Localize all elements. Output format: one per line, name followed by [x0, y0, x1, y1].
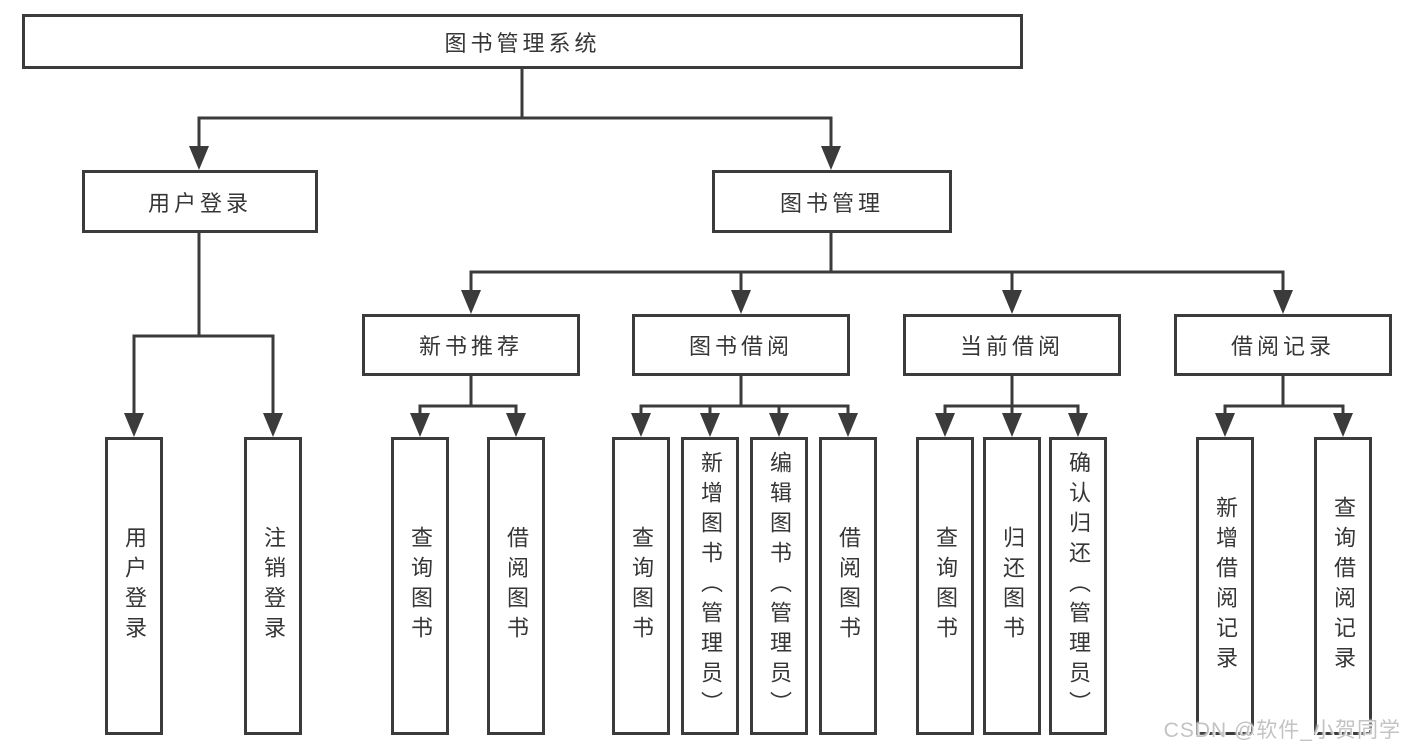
connector-user-login-to-leaves: [132, 231, 275, 419]
leaf-add-borrow-record: 新增借阅记录: [1196, 437, 1254, 735]
node-user-login: 用户登录: [82, 170, 318, 233]
leaf-confirm-return-admin: 确认归还（管理员）: [1049, 437, 1107, 735]
leaf-user-login: 用户登录: [105, 437, 163, 735]
connector-book-borrow: [639, 374, 850, 419]
connector-current-borrow: [943, 374, 1080, 419]
node-borrow-records: 借阅记录: [1174, 314, 1392, 376]
arrowheads: [124, 146, 1353, 437]
csdn-watermark: CSDN @软件_小贺同学: [1163, 719, 1401, 742]
node-current-borrow: 当前借阅: [903, 314, 1121, 376]
connector-book-mgmt-to-level3: [469, 231, 1285, 296]
leaf-logout-login: 注销登录: [244, 437, 302, 735]
leaf-borrow-book: 借阅图书: [819, 437, 877, 735]
leaf-query-book-recommend: 查询图书: [391, 437, 449, 735]
node-new-book-recommend: 新书推荐: [362, 314, 580, 376]
leaf-add-book-admin: 新增图书（管理员）: [681, 437, 739, 735]
leaf-query-book-borrow: 查询图书: [612, 437, 670, 735]
node-root: 图书管理系统: [22, 14, 1023, 69]
node-book-borrow: 图书借阅: [632, 314, 850, 376]
leaf-return-book: 归还图书: [983, 437, 1041, 735]
connector-borrow-records: [1223, 374, 1345, 419]
leaf-borrow-book-recommend: 借阅图书: [487, 437, 545, 735]
leaf-query-borrow-record: 查询借阅记录: [1314, 437, 1372, 735]
node-book-management: 图书管理: [712, 170, 952, 233]
connector-root-to-level2: [197, 66, 833, 152]
leaf-query-book-current: 查询图书: [916, 437, 974, 735]
connector-new-book-recommend: [418, 374, 518, 419]
leaf-edit-book-admin: 编辑图书（管理员）: [750, 437, 808, 735]
